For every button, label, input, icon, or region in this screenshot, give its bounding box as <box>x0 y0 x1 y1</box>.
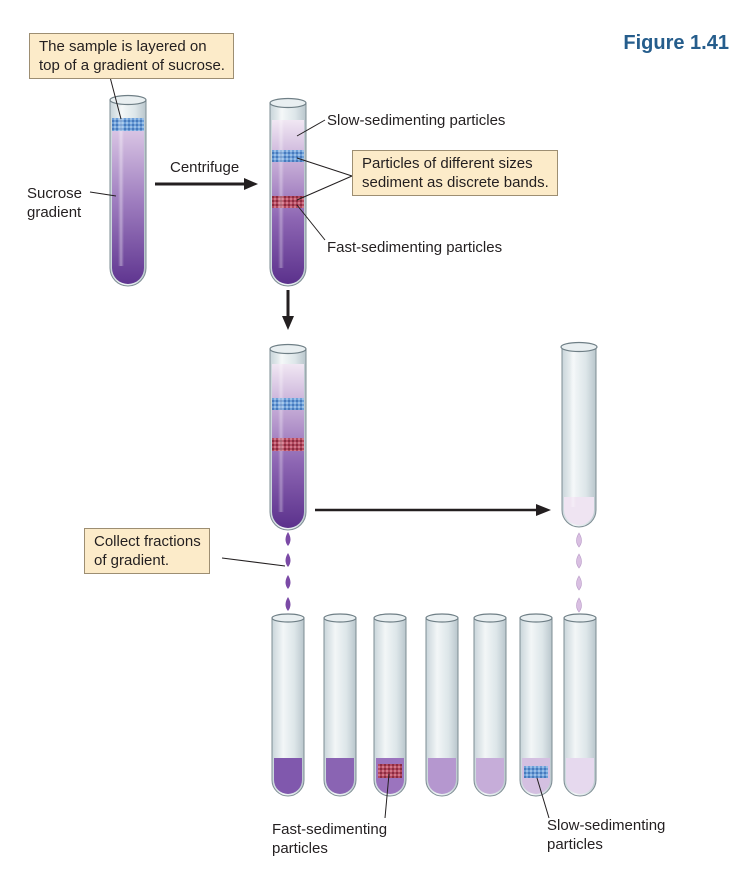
figure-label: Figure 1.41 <box>623 32 729 54</box>
sample-band <box>112 118 144 131</box>
down-arrow <box>282 290 294 330</box>
callout-discrete-bands: Particles of different sizes sediment as… <box>352 150 558 196</box>
slow-fraction-band <box>524 766 548 778</box>
callout-text-line: sediment as discrete bands. <box>362 174 549 191</box>
label-line: Slow-sedimenting <box>547 817 666 834</box>
tube-final-fraction <box>560 341 598 528</box>
fast-band <box>272 196 304 208</box>
callout-collect-fractions: Collect fractions of gradient. <box>84 528 210 574</box>
callout-text-line: of gradient. <box>94 552 170 569</box>
callout-text-line: The sample is layered on <box>39 38 207 55</box>
label-sucrose-gradient: Sucrose gradient <box>27 184 82 222</box>
drops-dark <box>285 532 291 611</box>
leader-lines <box>89 76 550 819</box>
label-slow-bottom: Slow-sedimenting particles <box>547 816 665 854</box>
tube-centrifuged <box>269 97 307 287</box>
transfer-arrow <box>315 504 551 516</box>
centrifuge-arrow <box>155 178 258 190</box>
label-line: Fast-sedimenting <box>272 821 388 838</box>
fast-band-2 <box>272 438 304 451</box>
slow-band-2 <box>272 398 304 410</box>
drops-light <box>576 532 582 613</box>
tube-sample-layered <box>109 94 147 287</box>
label-line: gradient <box>27 204 82 221</box>
label-line: particles <box>272 840 328 857</box>
callout-text-line: Collect fractions <box>94 533 201 550</box>
label-line: particles <box>547 836 603 853</box>
label-centrifuge: Centrifuge <box>170 159 240 176</box>
label-fast-bottom: Fast-sedimenting particles <box>272 820 387 858</box>
collection-tube-row <box>271 613 597 797</box>
callout-text-line: Particles of different sizes <box>362 155 533 172</box>
fast-fraction-band <box>378 764 402 778</box>
label-fast-particles: Fast-sedimenting particles <box>327 239 503 256</box>
slow-band <box>272 150 304 162</box>
tube-collection <box>269 343 307 531</box>
callout-sample-layered: The sample is layered on top of a gradie… <box>29 33 234 79</box>
label-line: Sucrose <box>27 185 83 202</box>
callout-text-line: top of a gradient of sucrose. <box>39 57 225 74</box>
label-slow-particles: Slow-sedimenting particles <box>327 112 506 129</box>
